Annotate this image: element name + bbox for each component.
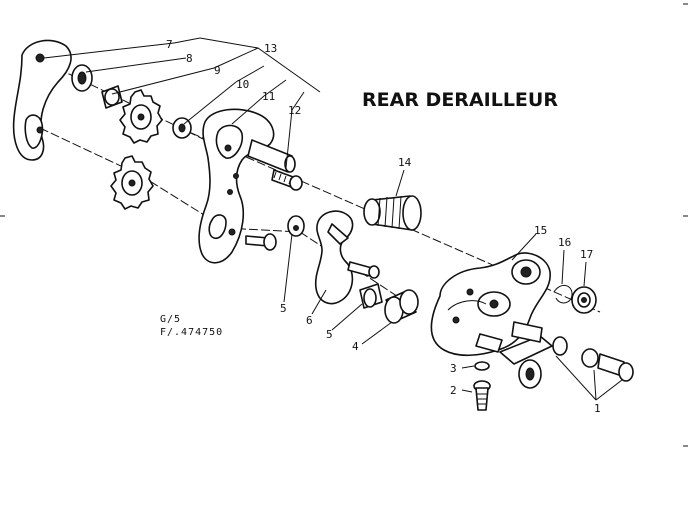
cage-washer <box>71 64 93 92</box>
margin-ticks <box>0 3 688 447</box>
callout-label: 12 <box>288 104 301 117</box>
callout-label: 3 <box>450 362 457 375</box>
callout-label: 4 <box>352 340 359 353</box>
cage-stop-arm <box>314 210 354 305</box>
callout-leaders <box>43 37 623 401</box>
mount-bracket <box>499 321 553 365</box>
lower-cage-bolt <box>245 233 277 251</box>
outer-cage-plate <box>12 39 72 161</box>
pivot-bolt <box>271 169 303 191</box>
callout-label: 5 <box>326 328 333 341</box>
callout-label: 5 <box>280 302 287 315</box>
callout-label: 11 <box>262 90 275 103</box>
callout-label: 6 <box>306 314 313 327</box>
cage-spacer <box>247 139 296 173</box>
upper-jockey-pulley <box>119 89 163 144</box>
callout-label: 16 <box>558 236 571 249</box>
pivot-sleeve <box>384 289 419 324</box>
spring-clip <box>553 285 573 304</box>
pulley-washer-hole <box>178 123 186 133</box>
tension-spring <box>363 195 422 231</box>
pivot-bushing <box>359 283 383 309</box>
mount-hardware <box>552 336 634 382</box>
adjust-bolt <box>473 380 491 411</box>
lower-jockey-pulley <box>110 155 154 210</box>
callout-label: 15 <box>534 224 547 237</box>
callout-label: 14 <box>398 156 412 169</box>
callout-label: 8 <box>186 52 193 65</box>
lock-washer <box>474 361 490 371</box>
callout-label: 10 <box>236 78 249 91</box>
callout-label: 9 <box>214 64 221 77</box>
pivot-nut <box>571 286 597 314</box>
stop-screw <box>347 261 380 279</box>
callout-label: 1 <box>594 402 601 415</box>
callout-label: 17 <box>580 248 593 261</box>
reference-line-1: G/5 <box>160 314 181 325</box>
callout-label: 7 <box>166 38 173 51</box>
reference-line-2: F/.474750 <box>160 327 223 338</box>
tension-washer <box>287 215 305 237</box>
pulley-bushing <box>101 85 123 109</box>
callout-numbers: 1 2 3 4 5 5 6 7 8 9 10 11 12 13 14 15 16… <box>166 38 601 415</box>
mount-roller <box>518 359 542 389</box>
callout-label: 13 <box>264 42 277 55</box>
callout-label: 2 <box>450 384 457 397</box>
diagram-title: REAR DERAILLEUR <box>362 89 558 111</box>
